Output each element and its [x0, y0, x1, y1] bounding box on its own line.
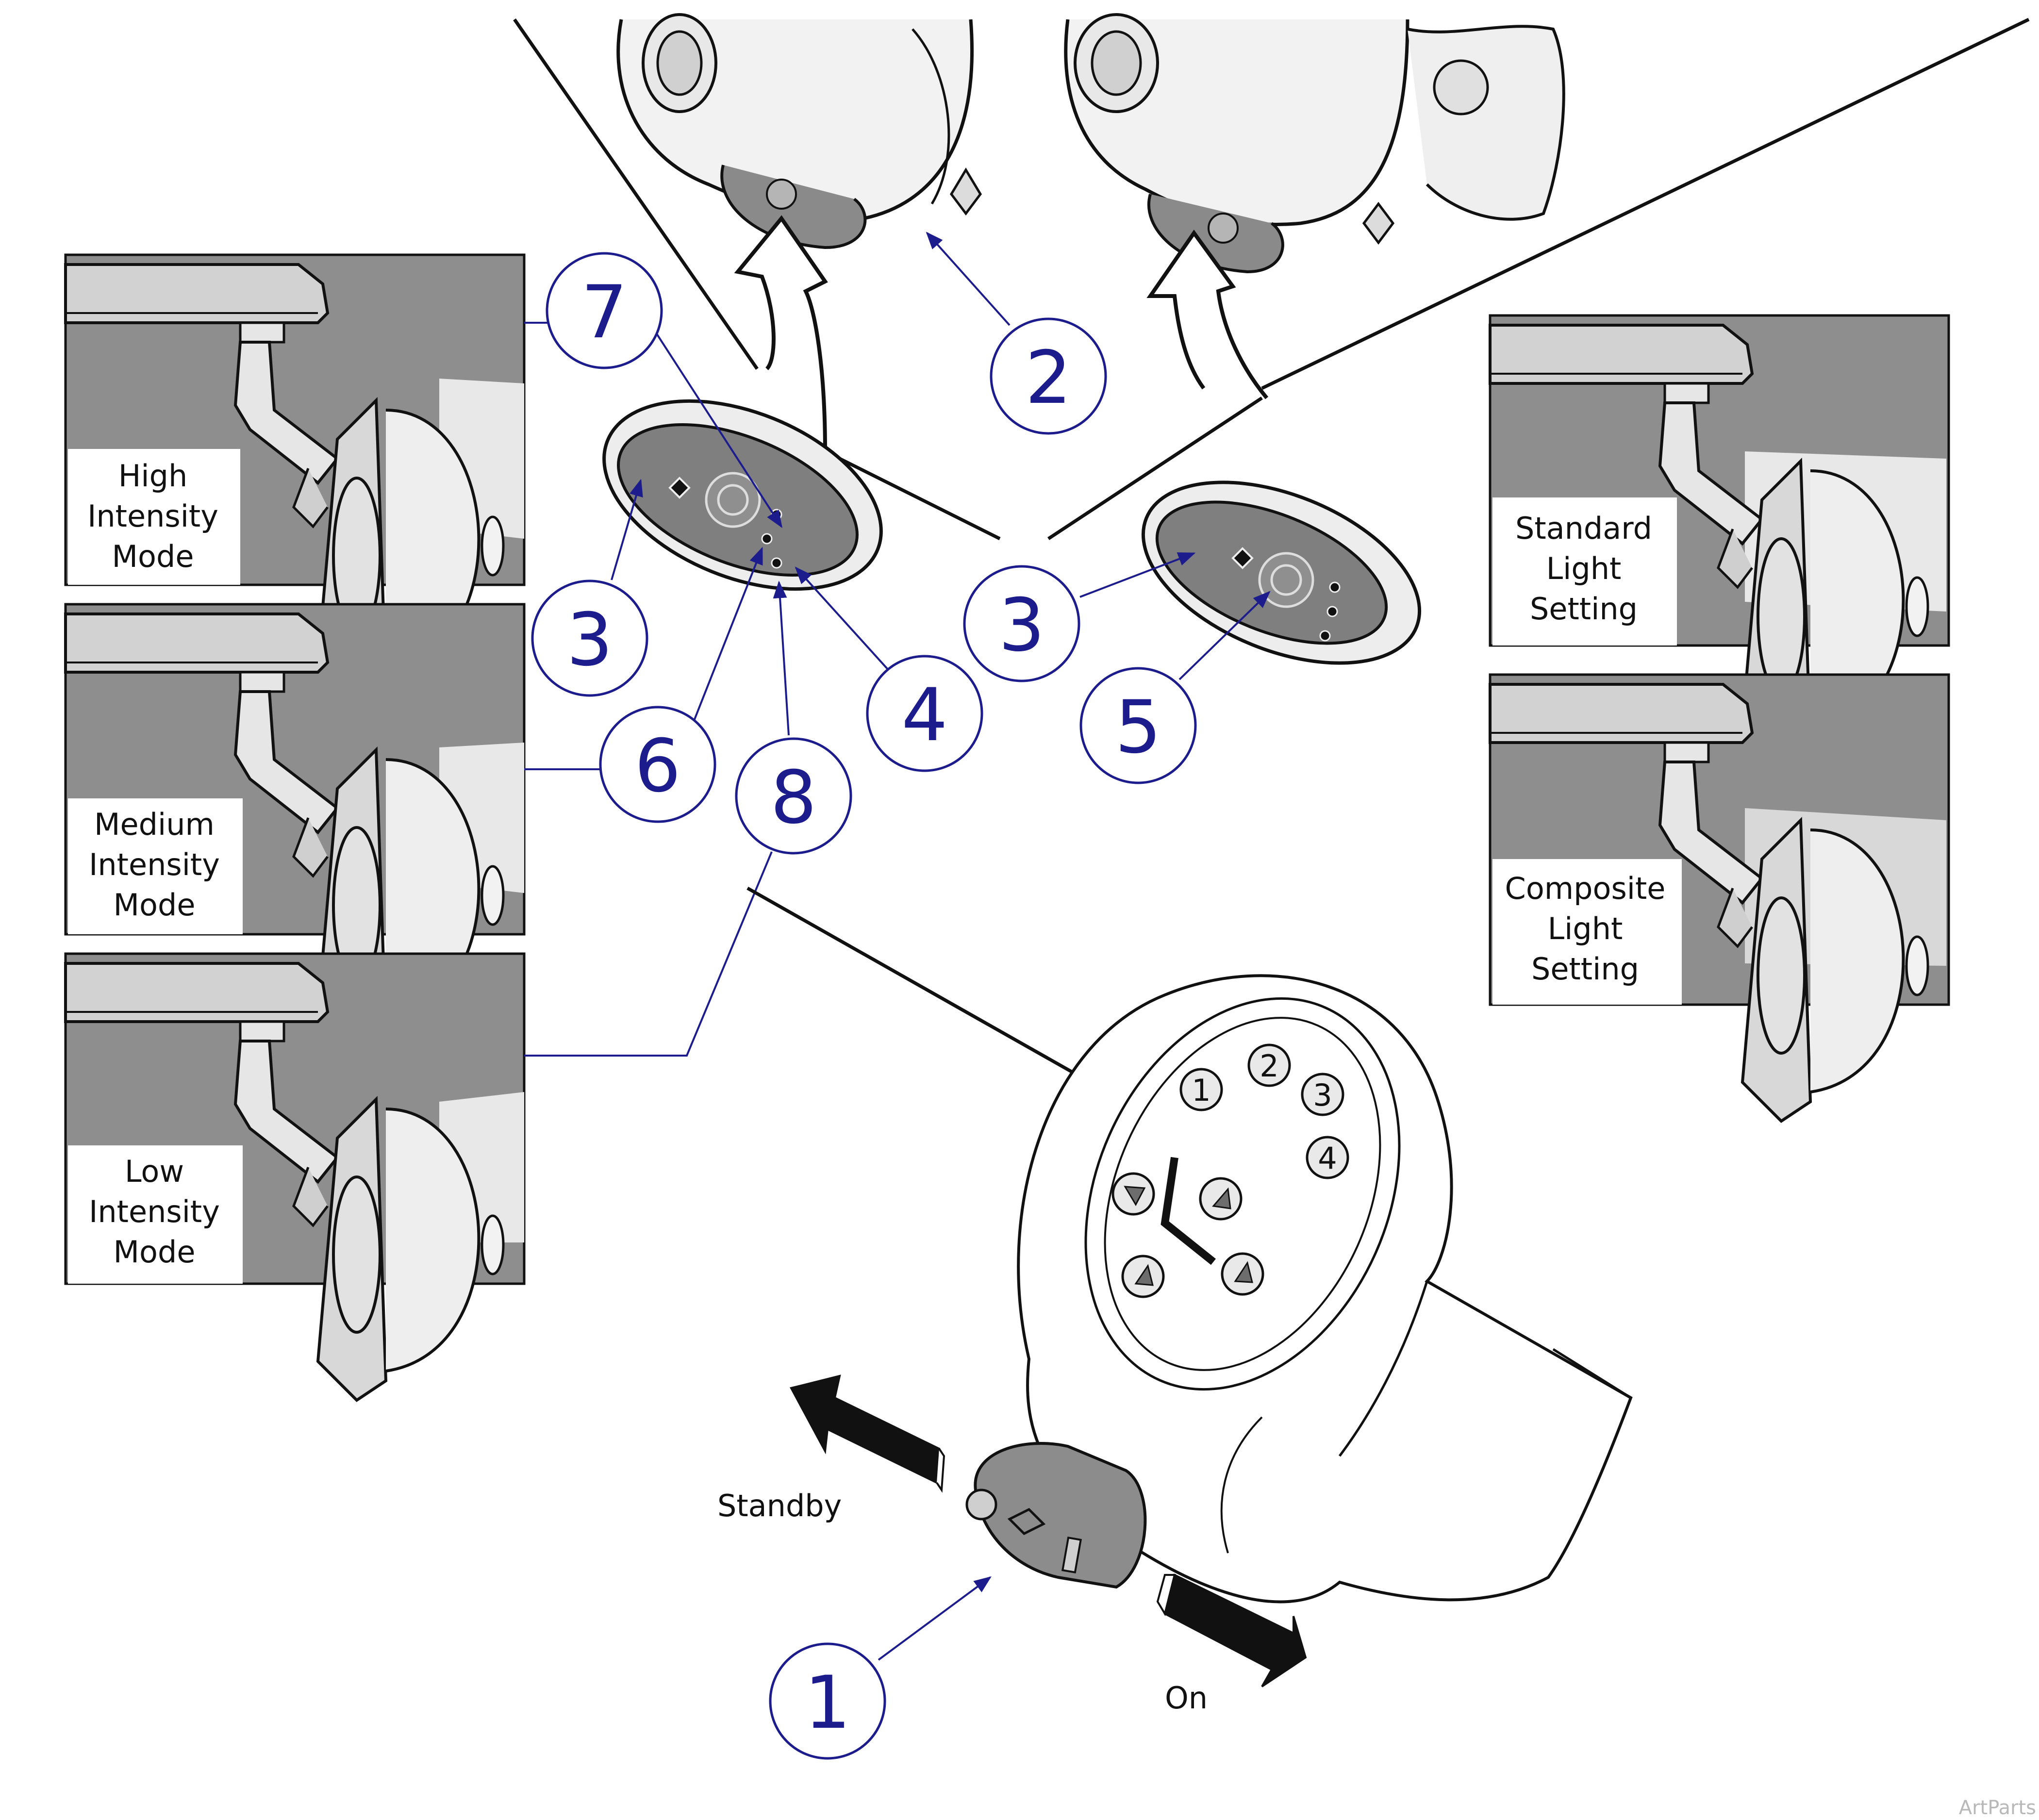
preset-key-4-label: 4 [1318, 1141, 1337, 1176]
preset-key-2-label: 2 [1260, 1048, 1278, 1084]
panel-label-line-2: Intensity [89, 847, 220, 882]
panel-label-line-3: Mode [114, 887, 196, 923]
panel-label-line-2: Light [1546, 551, 1622, 586]
panel-label-line-1: Standard [1515, 511, 1652, 546]
standby-label: Standby [717, 1488, 842, 1523]
callout-8-label: 8 [770, 756, 816, 840]
hollow-arrow-right [1146, 230, 1269, 399]
preset-key-3[interactable]: 3 [1301, 1073, 1344, 1116]
callout-4: 4 [866, 655, 983, 772]
lighthead-top-view-left [513, 13, 982, 370]
lighthead-top-view-right [1064, 13, 2030, 390]
on-arrow [1156, 1573, 1307, 1688]
panel-label-line-3: Setting [1530, 591, 1638, 627]
control-pad-left [602, 399, 883, 591]
leader-lines [524, 232, 1271, 1661]
control-pad-right [1141, 480, 1422, 665]
watermark: ArtParts [1959, 1797, 2036, 1819]
control-handle: 1 2 3 4 [746, 886, 1633, 1604]
panel-label-line-1: High [118, 458, 188, 494]
arrow-up-left-icon[interactable] [1111, 1172, 1155, 1216]
callout-6-label: 6 [634, 724, 680, 809]
callout-3-right-label: 3 [998, 583, 1044, 668]
panel-label-line-2: Light [1548, 911, 1623, 946]
callout-1-label: 1 [804, 1661, 850, 1745]
callout-2-label: 2 [1025, 336, 1071, 420]
callout-5: 5 [1079, 667, 1197, 784]
panel-label-line-1: Medium [94, 807, 215, 842]
callout-3-left: 3 [531, 579, 648, 697]
panel-label-line-2: Intensity [87, 498, 218, 534]
callout-3-right: 3 [963, 565, 1080, 682]
arrow-up-right-icon[interactable] [1199, 1177, 1243, 1221]
preset-key-1[interactable]: 1 [1179, 1068, 1223, 1111]
callout-5-label: 5 [1115, 685, 1161, 770]
panel-label-line-2: Intensity [89, 1194, 220, 1229]
callout-7: 7 [546, 252, 663, 369]
standard-light-panel: Standard Light Setting [1490, 314, 1950, 762]
callout-8: 8 [735, 737, 852, 855]
preset-key-4[interactable]: 4 [1306, 1136, 1349, 1179]
panel-label-line-3: Mode [114, 1234, 196, 1270]
panel-label-line-1: Composite [1505, 871, 1666, 906]
callout-4-label: 4 [901, 673, 947, 758]
low-intensity-panel: Low Intensity Mode [66, 952, 526, 1400]
callout-2: 2 [990, 317, 1107, 435]
composite-light-panel: Composite Light Setting [1490, 673, 1950, 1121]
preset-key-3-label: 3 [1313, 1077, 1332, 1113]
preset-key-2[interactable]: 2 [1247, 1043, 1291, 1087]
on-label: On [1165, 1680, 1208, 1716]
arrow-down-left-icon[interactable] [1121, 1255, 1165, 1298]
callout-1: 1 [769, 1642, 886, 1760]
preset-key-1-label: 1 [1192, 1073, 1210, 1108]
callout-7-label: 7 [581, 270, 627, 355]
panel-label-line-1: Low [125, 1154, 184, 1189]
callout-3-left-label: 3 [566, 598, 613, 682]
panel-label-line-3: Mode [112, 539, 194, 574]
callout-6: 6 [599, 706, 716, 823]
high-intensity-panel: High Intensity Mode [66, 253, 526, 701]
arrow-down-right-icon[interactable] [1221, 1252, 1264, 1296]
hollow-arrow-left [734, 215, 828, 452]
power-toggle-icon[interactable] [965, 1442, 1147, 1589]
connector-line-v [824, 397, 1263, 541]
panel-label-line-3: Setting [1531, 951, 1639, 987]
standby-arrow [790, 1374, 945, 1493]
medium-intensity-panel: Medium Intensity Mode [66, 603, 526, 1051]
